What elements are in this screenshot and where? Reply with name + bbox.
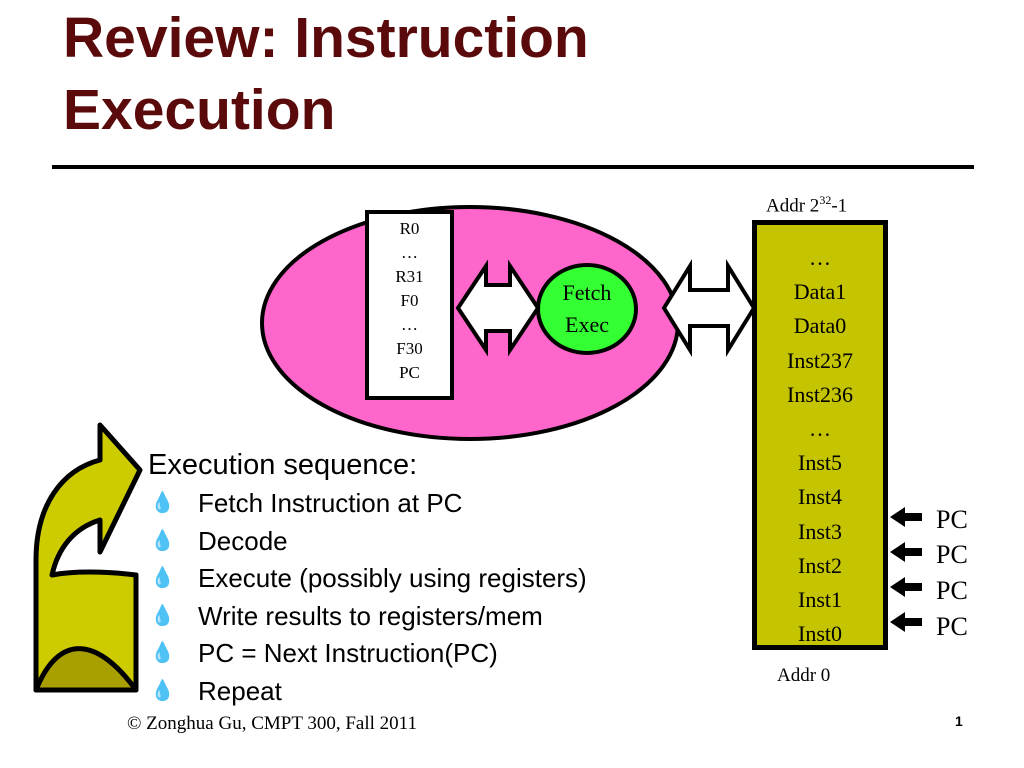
memory-cell: Inst3	[798, 518, 842, 544]
register-label: F30	[396, 339, 423, 358]
memory-cell: …	[809, 415, 831, 441]
drop-bullet-icon: 💧	[150, 492, 175, 514]
title-line-2: Execution	[63, 78, 336, 142]
memory-cell: Inst1	[798, 586, 842, 612]
register-label: …	[401, 315, 418, 334]
sequence-list: 💧Fetch Instruction at PC 💧Decode 💧Execut…	[148, 485, 587, 710]
memory-cell: …	[809, 245, 831, 270]
memory-cell: Inst2	[798, 552, 842, 578]
footer-credit: © Zonghua Gu, CMPT 300, Fall 2011	[127, 713, 417, 734]
pc-label: PC	[936, 505, 968, 534]
pc-label: PC	[936, 612, 968, 641]
register-label: …	[401, 243, 418, 262]
exec-label: Exec	[565, 312, 609, 337]
register-label: R0	[399, 219, 420, 238]
memory-cell: Inst0	[798, 621, 842, 647]
slide-title: Review: Instruction Execution	[63, 2, 963, 146]
memory-cell: Data1	[793, 279, 847, 305]
pc-arrow-4	[890, 612, 922, 632]
pc-arrow-3	[890, 577, 922, 597]
execution-sequence: Execution sequence: 💧Fetch Instruction a…	[148, 447, 587, 710]
address-bottom-label: Addr 0	[777, 665, 831, 686]
drop-bullet-icon: 💧	[150, 679, 175, 702]
register-fetch-double-arrow	[455, 259, 541, 357]
pc-label: PC	[936, 540, 968, 569]
pc-label: PC	[936, 576, 968, 605]
pc-arrow-1	[890, 507, 922, 527]
memory-cell: Inst236	[787, 381, 853, 407]
drop-bullet-icon: 💧	[150, 567, 175, 589]
register-label: F0	[400, 291, 419, 310]
fetch-label: Fetch	[562, 280, 612, 305]
register-file: R0 … R31 F0 … F30 PC	[365, 210, 454, 400]
title-divider	[52, 165, 974, 169]
list-item: 💧Repeat	[148, 673, 587, 711]
register-label: R31	[395, 267, 424, 286]
page-number: 1	[955, 713, 963, 729]
register-label: PC	[399, 363, 420, 382]
list-item: 💧Decode	[148, 523, 587, 561]
list-item: 💧Fetch Instruction at PC	[148, 485, 587, 523]
pc-arrow-2	[890, 542, 922, 562]
title-line-1: Review: Instruction	[63, 6, 589, 70]
memory-cell: Inst5	[798, 450, 842, 476]
fetch-exec-unit: Fetch Exec	[538, 265, 636, 353]
memory-cell: Data0	[793, 313, 847, 339]
sequence-heading: Execution sequence:	[148, 449, 418, 481]
memory-block: … Data1 Data0 Inst237 Inst236 … Inst5 In…	[752, 220, 888, 650]
memory-cell: Inst237	[787, 347, 853, 373]
memory-cell: Inst4	[798, 484, 842, 510]
list-item: 💧Execute (possibly using registers)	[148, 560, 587, 598]
drop-bullet-icon: 💧	[150, 604, 175, 627]
drop-bullet-icon: 💧	[150, 529, 175, 552]
drop-bullet-icon: 💧	[150, 642, 175, 664]
address-top-label: Addr 232-1	[766, 193, 848, 217]
list-item: 💧PC = Next Instruction(PC)	[148, 635, 587, 673]
cycle-arrow	[33, 422, 143, 693]
cycle-arrow-upper	[33, 422, 143, 693]
list-item: 💧Write results to registers/mem	[148, 598, 587, 636]
pc-arrows	[890, 507, 922, 632]
